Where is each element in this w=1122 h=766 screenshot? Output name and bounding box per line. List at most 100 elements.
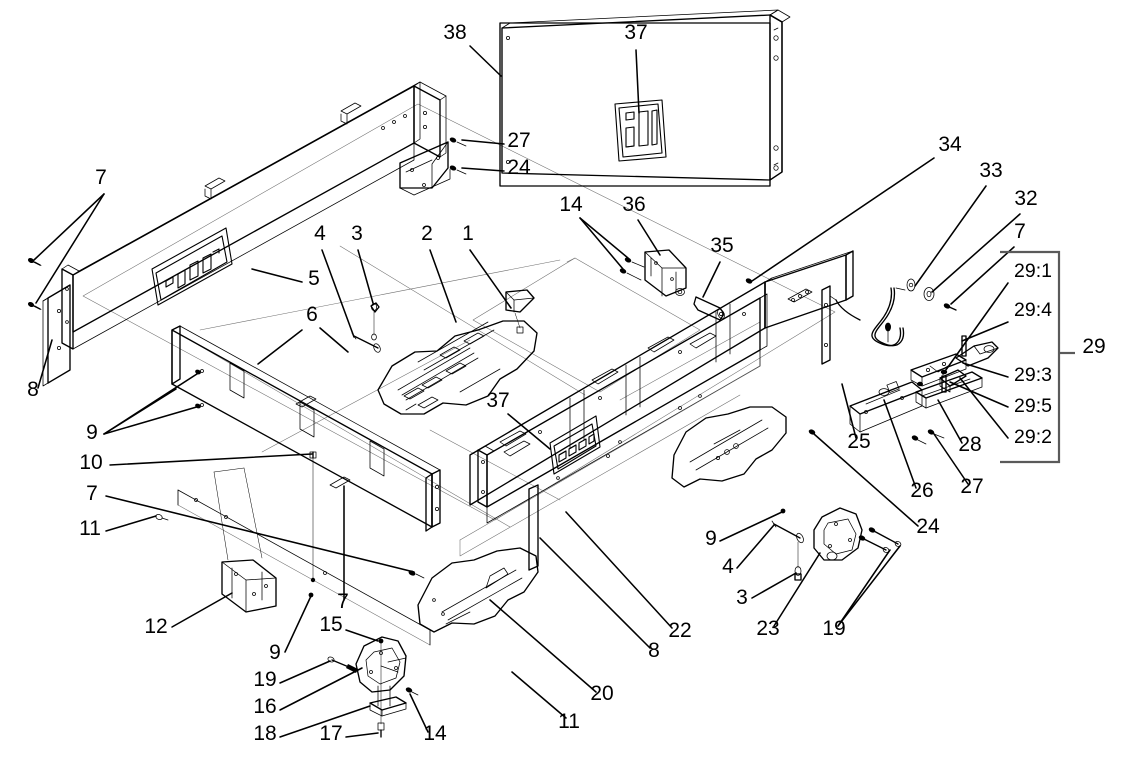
assembly-bracket-29 [1000, 250, 1075, 464]
callout-label: 38 [443, 21, 466, 44]
callout-label: 37 [624, 21, 647, 44]
shim-strip-22 [528, 484, 539, 571]
callout-label: 28 [958, 433, 981, 456]
callout-label: 23 [756, 617, 779, 640]
callout-label: 29:5 [1014, 395, 1052, 417]
screw-7-left-upper [27, 258, 42, 266]
callout-label: 12 [144, 615, 167, 638]
callout-label: 10 [79, 451, 102, 474]
tailgate-hinge-bracket-24 [399, 141, 451, 196]
callout-label: 7 [95, 166, 107, 189]
callout-label: 6 [306, 303, 318, 326]
callout-label: 27 [507, 129, 530, 152]
callout-label: 14 [423, 722, 447, 745]
latch-assembly-29 [910, 335, 999, 393]
hinge-bracket-12 [213, 467, 277, 613]
screw-27-right [911, 435, 927, 445]
front-tray-right [671, 406, 787, 488]
callout-label: 32 [1014, 187, 1037, 210]
callout-label: 29:2 [1014, 426, 1052, 448]
screw-27-upper [449, 137, 467, 147]
screw-7-left-lower [27, 302, 42, 310]
callout-label: 16 [253, 695, 276, 718]
clip-3 [370, 302, 380, 341]
callout-label: 24 [507, 156, 531, 179]
callout-label: 29 [1082, 335, 1105, 358]
pivot-bracket-16 [355, 636, 407, 707]
sub-callout-labels: 29:1 29:4 29:3 29:5 29:2 [1014, 260, 1052, 448]
callout-label: 11 [558, 710, 580, 733]
screws-14-upper [619, 257, 645, 281]
pin-15 [378, 638, 384, 725]
screw-26 [927, 429, 945, 439]
logo-tailgate [614, 99, 667, 162]
screw-14-lower [405, 687, 419, 696]
callout-label: 9 [705, 527, 717, 550]
clip-3-right [794, 541, 802, 581]
callout-label: 36 [622, 193, 645, 216]
tailgate-panel-iso [501, 9, 791, 181]
callout-label: 37 [486, 389, 509, 412]
callout-label: 4 [314, 222, 326, 245]
right-rail-endplate [821, 250, 854, 365]
callout-label: 5 [308, 267, 320, 290]
callout-label: 11 [79, 517, 101, 540]
screw-24-right [808, 429, 816, 435]
callout-label: 33 [979, 159, 1002, 182]
callout-label: 27 [960, 475, 983, 498]
callout-label: 3 [736, 586, 748, 609]
front-panel-flange [459, 349, 761, 557]
tailgate-panel [499, 22, 771, 187]
shim-bar-28 [915, 371, 983, 409]
left-lower-rail [171, 325, 441, 532]
screw-32 [943, 303, 957, 311]
callout-label: 4 [722, 555, 734, 578]
callout-label: 3 [351, 222, 363, 245]
callout-label: 17 [319, 722, 342, 745]
callout-label: 19 [822, 617, 845, 640]
screws-19-right [858, 527, 902, 553]
callout-label: 25 [847, 430, 870, 453]
callout-label: 29:3 [1014, 364, 1052, 386]
callout-label: 14 [559, 193, 583, 216]
left-skirt [177, 489, 431, 646]
logo-front-panel [549, 415, 601, 475]
callout-label: 22 [668, 619, 691, 642]
callout-label: 7 [86, 482, 98, 505]
callout-label: 2 [421, 222, 433, 245]
strut-bracket-36 [644, 249, 687, 297]
callout-label: 7 [1014, 220, 1026, 243]
callout-label: 8 [27, 378, 39, 401]
left-side-panel [61, 81, 447, 350]
screw-24-upper [449, 165, 467, 175]
callout-label: 34 [938, 133, 962, 156]
callout-label: 19 [253, 668, 276, 691]
pin-10 [309, 451, 317, 583]
callout-label: 29:4 [1014, 299, 1052, 321]
callout-label: 18 [253, 722, 276, 745]
rod-4-right [771, 520, 804, 544]
tray-tab-1 [505, 289, 535, 334]
callout-label: 35 [710, 234, 733, 257]
callout-label: 7 [337, 590, 349, 613]
callout-label: 9 [86, 421, 98, 444]
callout-label: 20 [590, 682, 613, 705]
leader-lines [33, 45, 1021, 738]
callout-label: 26 [910, 479, 933, 502]
pivot-bracket-23 [813, 507, 863, 561]
screw-34-head [745, 278, 753, 284]
bolt-17 [377, 722, 385, 738]
screw-9-lower [308, 592, 314, 598]
callout-label: 1 [462, 222, 474, 245]
front-tray-left [417, 547, 539, 633]
callout-label: 9 [269, 641, 281, 664]
callout-label: 8 [648, 639, 660, 662]
callout-label: 15 [319, 613, 342, 636]
callout-label: 29:1 [1014, 260, 1052, 282]
washer-33 [923, 287, 935, 301]
callout-label: 24 [916, 515, 940, 538]
